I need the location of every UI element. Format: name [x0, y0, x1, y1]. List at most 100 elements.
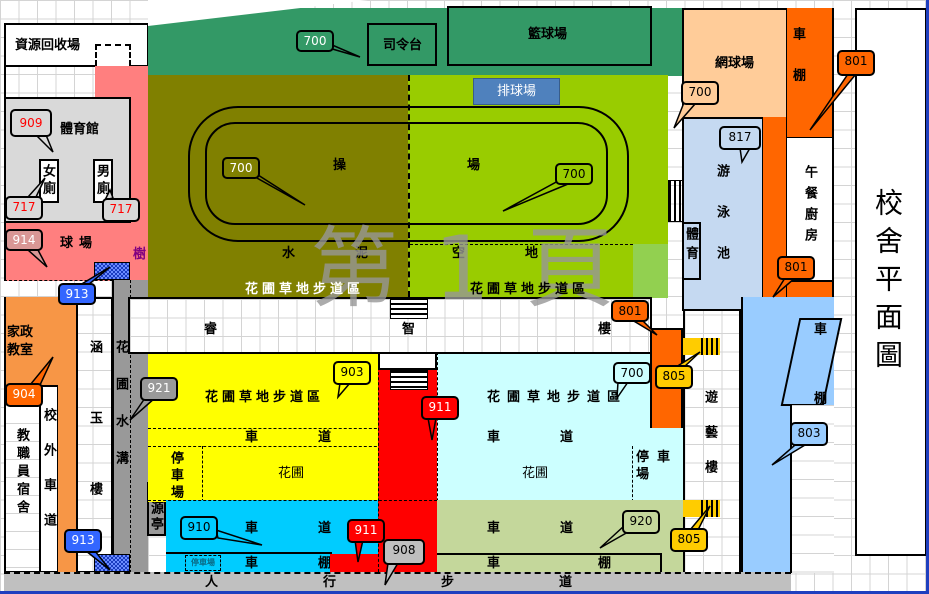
small-parking: 停車場 [185, 555, 221, 571]
parking-label-2: 停車場 [636, 450, 679, 482]
map-title: 校舍平面圖 [871, 188, 904, 378]
staff-dorm-label: 教職員宿舍 [14, 428, 29, 518]
blue-checkered-area-2 [94, 554, 130, 572]
callout-803[interactable]: 803 [790, 422, 828, 446]
callout-913[interactable]: 913 [58, 283, 96, 305]
callout-801[interactable]: 801 [837, 50, 875, 76]
window-frame-right [926, 0, 929, 594]
ball-court-label: 球場 [60, 236, 99, 251]
basketball-label: 籃球場 [528, 27, 568, 42]
orange-strip-2 [787, 280, 834, 298]
car-shed-label-1: 車棚 [245, 556, 392, 571]
running-track-inner [205, 122, 608, 225]
title-box [855, 8, 927, 556]
callout-911[interactable]: 911 [347, 519, 385, 543]
garden-canal-label: 花圃水溝 [113, 340, 128, 488]
stairs-icon [701, 500, 720, 517]
callout-805[interactable]: 805 [655, 365, 693, 389]
ruizhi-building [128, 297, 652, 354]
open-space-dash [410, 244, 633, 245]
car-shed-line [166, 552, 332, 554]
outside-road-label: 校外車道 [41, 408, 56, 548]
divider [4, 280, 148, 281]
tennis-label: 網球場 [715, 56, 755, 71]
callout-700[interactable]: 700 [681, 81, 719, 105]
callout-801[interactable]: 801 [611, 300, 649, 322]
hanyu-building-label: 涵玉樓 [87, 340, 102, 553]
playground-divider [408, 75, 410, 297]
building-label-1: 睿 [204, 322, 218, 337]
garden-walkway-label-4: 花圃草地步道區 [487, 390, 628, 405]
recycling-label: 資源回收場 [15, 38, 81, 53]
pool-label: 游泳池 [714, 164, 729, 287]
garden-label-1: 花圃 [278, 466, 305, 481]
callout-910[interactable]: 910 [180, 516, 218, 540]
callout-904[interactable]: 904 [5, 383, 43, 407]
building-label-2: 智 [402, 322, 416, 337]
callout-717[interactable]: 717 [5, 196, 43, 220]
divider [148, 500, 683, 501]
staff-dorm [4, 385, 41, 573]
volleyball-court[interactable]: 排球場 [473, 78, 560, 105]
running-track-outer [188, 106, 629, 242]
callout-911[interactable]: 911 [421, 396, 459, 420]
garden-walkway-label-1: 花圃草地步道區 [245, 282, 365, 297]
road-label-1: 車道 [245, 430, 392, 445]
home-ec-label: 家政教室 [7, 325, 34, 358]
callout-817[interactable]: 817 [719, 126, 761, 150]
callout-920[interactable]: 920 [622, 510, 660, 534]
building-label-3: 樓 [598, 322, 612, 337]
lunch-kitchen-label: 午餐廚房 [802, 165, 817, 249]
garden-label-2: 花圃 [522, 466, 549, 481]
stairs-icon [390, 297, 428, 319]
gym-label: 體育館 [60, 122, 100, 137]
left-white [4, 66, 95, 98]
callout-914[interactable]: 914 [5, 229, 43, 251]
open-space-light [633, 244, 668, 298]
pe-label: 體育 [683, 227, 698, 265]
yiyi-building-label: 遊藝樓 [702, 390, 717, 495]
divider [378, 352, 379, 572]
divider [437, 352, 438, 572]
red-area-small [330, 554, 378, 573]
callout-921[interactable]: 921 [140, 377, 178, 401]
callout-913[interactable]: 913 [64, 529, 102, 553]
callout-801[interactable]: 801 [777, 256, 815, 280]
garden-walkway-label-2: 花圃草地步道區 [470, 282, 590, 297]
car-shed-ne-label: 車棚 [790, 27, 805, 109]
callout-700[interactable]: 700 [296, 30, 334, 52]
callout-700[interactable]: 700 [222, 157, 260, 179]
callout-903[interactable]: 903 [333, 361, 371, 385]
callout-805[interactable]: 805 [670, 528, 708, 552]
callout-908[interactable]: 908 [383, 539, 425, 565]
stairs-box [378, 352, 437, 370]
road-label-2: 車道 [245, 521, 392, 536]
callout-700[interactable]: 700 [613, 362, 651, 384]
command-stage [367, 23, 437, 66]
sidewalk-label: 人行步道 [205, 575, 678, 590]
stairs-icon [668, 180, 683, 222]
window-frame-bottom [0, 591, 929, 594]
stairs-icon [701, 338, 720, 355]
playground-label-1: 操 [333, 158, 347, 173]
blue-checkered-area [94, 262, 130, 280]
playground-label-2: 場 [467, 158, 481, 173]
callout-717[interactable]: 717 [102, 198, 140, 222]
watermark: 第 1 頁 [310, 217, 618, 320]
road-label-4: 車道 [487, 521, 634, 536]
parking-dash [632, 446, 633, 502]
womens-restroom: 女廁 [39, 159, 59, 203]
parking-dash [202, 446, 203, 502]
parking-label-1: 停車場 [168, 451, 183, 502]
callout-700[interactable]: 700 [555, 163, 593, 185]
trash-bin-area [95, 44, 131, 66]
basketball-court [447, 6, 652, 66]
mens-restroom: 男廁 [93, 159, 113, 203]
cement-label: 水泥 [282, 246, 429, 261]
garden-walkway-label-3: 花圃草地步道區 [205, 390, 325, 405]
command-stage-label: 司令台 [383, 38, 423, 53]
road-label-3: 車道 [487, 430, 634, 445]
yiyi-building [683, 310, 741, 573]
tree-label: 樹 [133, 247, 147, 262]
callout-909[interactable]: 909 [10, 109, 52, 137]
